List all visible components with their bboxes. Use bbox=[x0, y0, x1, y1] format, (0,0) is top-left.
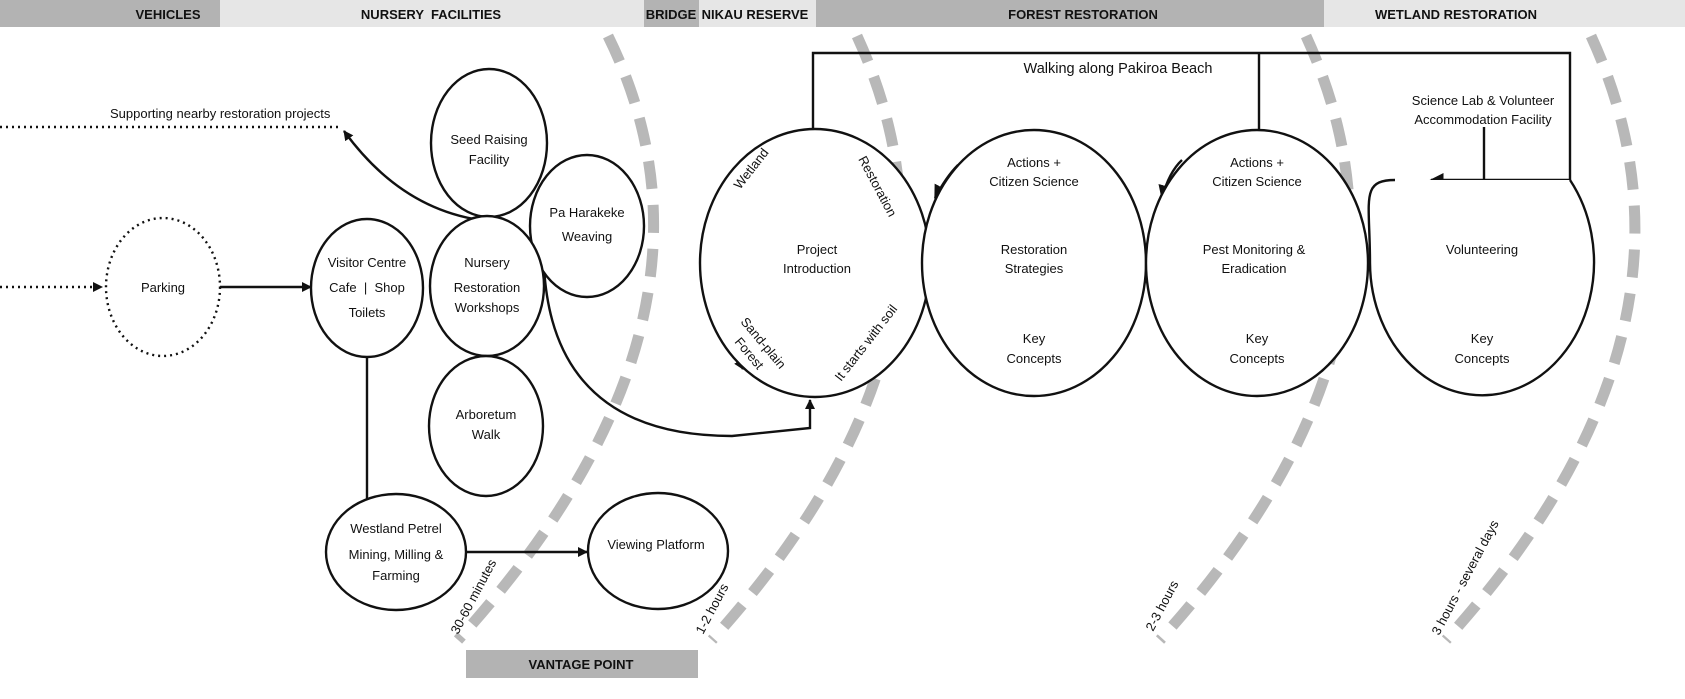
visitor-centre-node bbox=[309, 217, 425, 359]
actions1-label-2: Citizen Science bbox=[989, 174, 1079, 189]
seed-label-1: Seed Raising bbox=[450, 132, 527, 147]
pest-label-2: Eradication bbox=[1221, 261, 1286, 276]
arboretum-label-2: Walk bbox=[472, 427, 501, 442]
parking-node bbox=[104, 216, 222, 358]
viewing-platform-label: Viewing Platform bbox=[607, 537, 704, 552]
duration-arc-2 bbox=[707, 33, 907, 644]
actions2-label-2: Citizen Science bbox=[1212, 174, 1302, 189]
strategies-label-2: Strategies bbox=[1005, 261, 1064, 276]
volunteering-node bbox=[1367, 178, 1596, 397]
harakeke-label-1: Pa Harakeke bbox=[549, 205, 624, 220]
nursery-label-1: Nursery bbox=[464, 255, 510, 270]
zone-label-wetland: WETLAND RESTORATION bbox=[1375, 7, 1537, 22]
science-lab-label-1: Science Lab & Volunteer bbox=[1412, 93, 1555, 108]
parking-label: Parking bbox=[141, 280, 185, 295]
science-lab-label-2: Accommodation Facility bbox=[1414, 112, 1552, 127]
zone-label-nursery: NURSERY FACILITIES bbox=[361, 7, 501, 22]
zone-label-vehicles: VEHICLES bbox=[135, 7, 200, 22]
petrel-label-1: Westland Petrel bbox=[350, 521, 442, 536]
visitor-label-1: Visitor Centre bbox=[328, 255, 407, 270]
duration-arc-3 bbox=[1155, 33, 1356, 644]
pa-harakeke-node bbox=[528, 153, 646, 299]
project-title-1: Project bbox=[797, 242, 838, 257]
zone-band-nikau bbox=[699, 0, 816, 27]
zone-band-forest bbox=[816, 0, 1324, 27]
strategies-label-1: Restoration bbox=[1001, 242, 1067, 257]
seed-label-2: Facility bbox=[469, 152, 510, 167]
arboretum-label-1: Arboretum bbox=[456, 407, 517, 422]
viewing-platform-node bbox=[586, 491, 730, 611]
zone-band-vehicles bbox=[0, 0, 220, 27]
zone-band-vantage bbox=[466, 650, 698, 678]
supporting-projects-label: Supporting nearby restoration projects bbox=[110, 106, 331, 121]
concepts2-label-2: Concepts bbox=[1230, 351, 1285, 366]
volunteering-label: Volunteering bbox=[1446, 242, 1518, 257]
concepts1-label-1: Key bbox=[1023, 331, 1046, 346]
actions1-label-1: Actions + bbox=[1007, 155, 1061, 170]
visitor-label-2: Cafe | Shop bbox=[329, 280, 405, 295]
zone-label-nikau: NIKAU RESERVE bbox=[702, 7, 809, 22]
concepts1-label-2: Concepts bbox=[1007, 351, 1062, 366]
nodes bbox=[104, 67, 1596, 612]
zone-label-forest: FOREST RESTORATION bbox=[1008, 7, 1158, 22]
arboretum-node bbox=[427, 354, 545, 498]
concepts3-label-1: Key bbox=[1471, 331, 1494, 346]
zone-band-bridge bbox=[644, 0, 699, 27]
beach-walk-frame bbox=[811, 51, 1572, 180]
nursery-label-3: Workshops bbox=[455, 300, 520, 315]
nursery-label-2: Restoration bbox=[454, 280, 520, 295]
pest-label-1: Pest Monitoring & bbox=[1203, 242, 1306, 257]
harakeke-label-2: Weaving bbox=[562, 229, 612, 244]
petrel-label-3: Farming bbox=[372, 568, 420, 583]
concepts2-label-1: Key bbox=[1246, 331, 1269, 346]
duration-arc-1 bbox=[453, 33, 660, 644]
duration-arcs bbox=[453, 33, 1641, 644]
zone-label-bridge: BRIDGE bbox=[646, 7, 697, 22]
actions2-label-1: Actions + bbox=[1230, 155, 1284, 170]
pest-monitoring-node bbox=[1144, 128, 1370, 398]
zone-header-bar: VEHICLES NURSERY FACILITIES BRIDGE NIKAU… bbox=[0, 0, 1685, 27]
project-title-2: Introduction bbox=[783, 261, 851, 276]
zone-label-vantage: VANTAGE POINT bbox=[529, 657, 634, 672]
walking-beach-label: Walking along Pakiroa Beach bbox=[1024, 61, 1213, 77]
arrow-nursery-to-supporting bbox=[343, 130, 481, 222]
visitor-label-3: Toilets bbox=[349, 305, 386, 320]
arrow-to-project-introduction bbox=[542, 267, 815, 438]
petrel-label-2: Mining, Milling & bbox=[349, 547, 444, 562]
concepts3-label-2: Concepts bbox=[1455, 351, 1510, 366]
duration-arc-4 bbox=[1441, 33, 1641, 644]
zone-band-wetland bbox=[1324, 0, 1685, 27]
westland-petrel-node bbox=[324, 492, 468, 612]
zone-band-nursery bbox=[220, 0, 644, 27]
